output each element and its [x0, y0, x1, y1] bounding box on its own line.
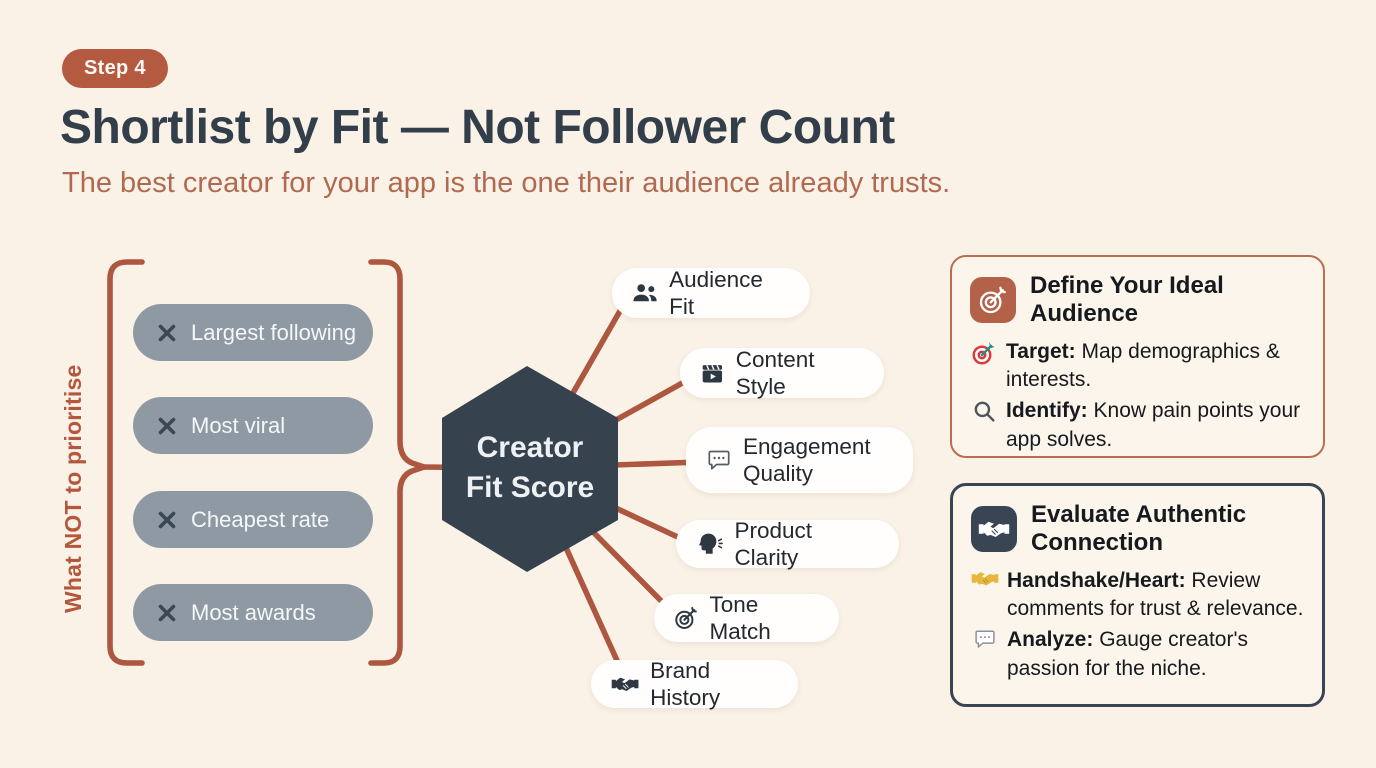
- x-icon: [158, 511, 176, 528]
- avoid-item-label: Most awards: [191, 599, 316, 625]
- panel-define-ideal-audience: Define Your Ideal Audience Target: Map d…: [950, 255, 1325, 458]
- avoid-item-label: Largest following: [191, 319, 357, 345]
- factor-label: Tone Match: [709, 592, 771, 644]
- avoid-item-largest-following: Largest following: [133, 304, 373, 361]
- panel-title: Define Your Ideal Audience: [1030, 272, 1224, 327]
- creator-fit-hexagon: [442, 366, 618, 572]
- bullet-target: Target: Map demographics & interests.: [970, 338, 1305, 394]
- hexagon-label-line2: Fit Score: [465, 470, 595, 504]
- bullet-text: Gauge creator's passion for the niche.: [1007, 628, 1248, 680]
- avoid-item-cheapest-rate: Cheapest rate: [133, 491, 373, 548]
- bullet-bold: Target:: [1006, 340, 1076, 364]
- avoid-item-most-viral: Most viral: [133, 397, 373, 454]
- bullet-analyze: Analyze: Gauge creator's passion for the…: [971, 626, 1304, 682]
- handshake-icon: [611, 677, 639, 692]
- panel-evaluate-authentic-connection: Evaluate Authentic Connection Handshake/…: [950, 483, 1325, 707]
- step-badge: Step 4: [62, 49, 168, 88]
- magnifier-icon: [970, 397, 998, 453]
- avoid-item-label: Most viral: [191, 412, 286, 438]
- clapperboard-icon: [702, 364, 723, 383]
- panel-title: Evaluate Authentic Connection: [1031, 501, 1247, 556]
- avoid-group-label: What NOT to prioritise: [60, 364, 86, 613]
- avoid-item-label: Cheapest rate: [191, 506, 330, 532]
- bullet-bold: Identify:: [1006, 399, 1088, 423]
- x-icon: [158, 417, 176, 434]
- bullet-handshake-heart: Handshake/Heart: Review comments for tru…: [971, 567, 1304, 623]
- speaking-head-icon: [699, 533, 723, 554]
- factor-label: Audience Fit: [669, 267, 763, 319]
- target-emoji-icon: [970, 338, 998, 394]
- page-title: Shortlist by Fit — Not Follower Count: [60, 101, 895, 154]
- bullet-bold: Analyze:: [1007, 628, 1094, 652]
- users-icon: [633, 284, 657, 302]
- hexagon-label-line1: Creator: [476, 431, 584, 464]
- factor-tone-match: Tone Match: [654, 592, 839, 644]
- factor-audience-fit: Audience Fit: [612, 267, 810, 319]
- bullet-bold: Handshake/Heart:: [1007, 569, 1186, 593]
- factor-brand-history: Brand History: [591, 658, 798, 710]
- bullet-text: Review comments for trust & relevance.: [1007, 569, 1304, 621]
- target-dart-icon: [970, 276, 1016, 323]
- page-subtitle: The best creator for your app is the one…: [62, 167, 951, 199]
- factor-engagement-quality: Engagement Quality: [686, 427, 913, 493]
- target-dart-icon: [675, 607, 697, 629]
- x-icon: [158, 324, 176, 341]
- bracket-right: [368, 259, 433, 666]
- hexagon-label: Creator Fit Score: [442, 428, 618, 507]
- speech-bubble-emoji-icon: [971, 626, 999, 682]
- handshake-emoji-icon: [971, 567, 999, 623]
- factor-label: Product Clarity: [734, 518, 812, 570]
- factor-label: Engagement Quality: [743, 434, 871, 486]
- handshake-icon: [971, 505, 1017, 552]
- bullet-text: Map demographics & interests.: [1006, 340, 1280, 392]
- bullet-identify: Identify: Know pain points your app solv…: [970, 397, 1305, 453]
- avoid-item-most-awards: Most awards: [133, 584, 373, 641]
- x-icon: [158, 604, 176, 621]
- bullet-text: Know pain points your app solves.: [1006, 399, 1301, 451]
- factor-product-clarity: Product Clarity: [676, 518, 899, 570]
- speech-bubble-icon: [708, 450, 730, 470]
- factor-content-style: Content Style: [680, 347, 884, 399]
- factor-label: Brand History: [650, 658, 721, 710]
- bracket-left: [107, 259, 145, 666]
- factor-label: Content Style: [735, 347, 815, 399]
